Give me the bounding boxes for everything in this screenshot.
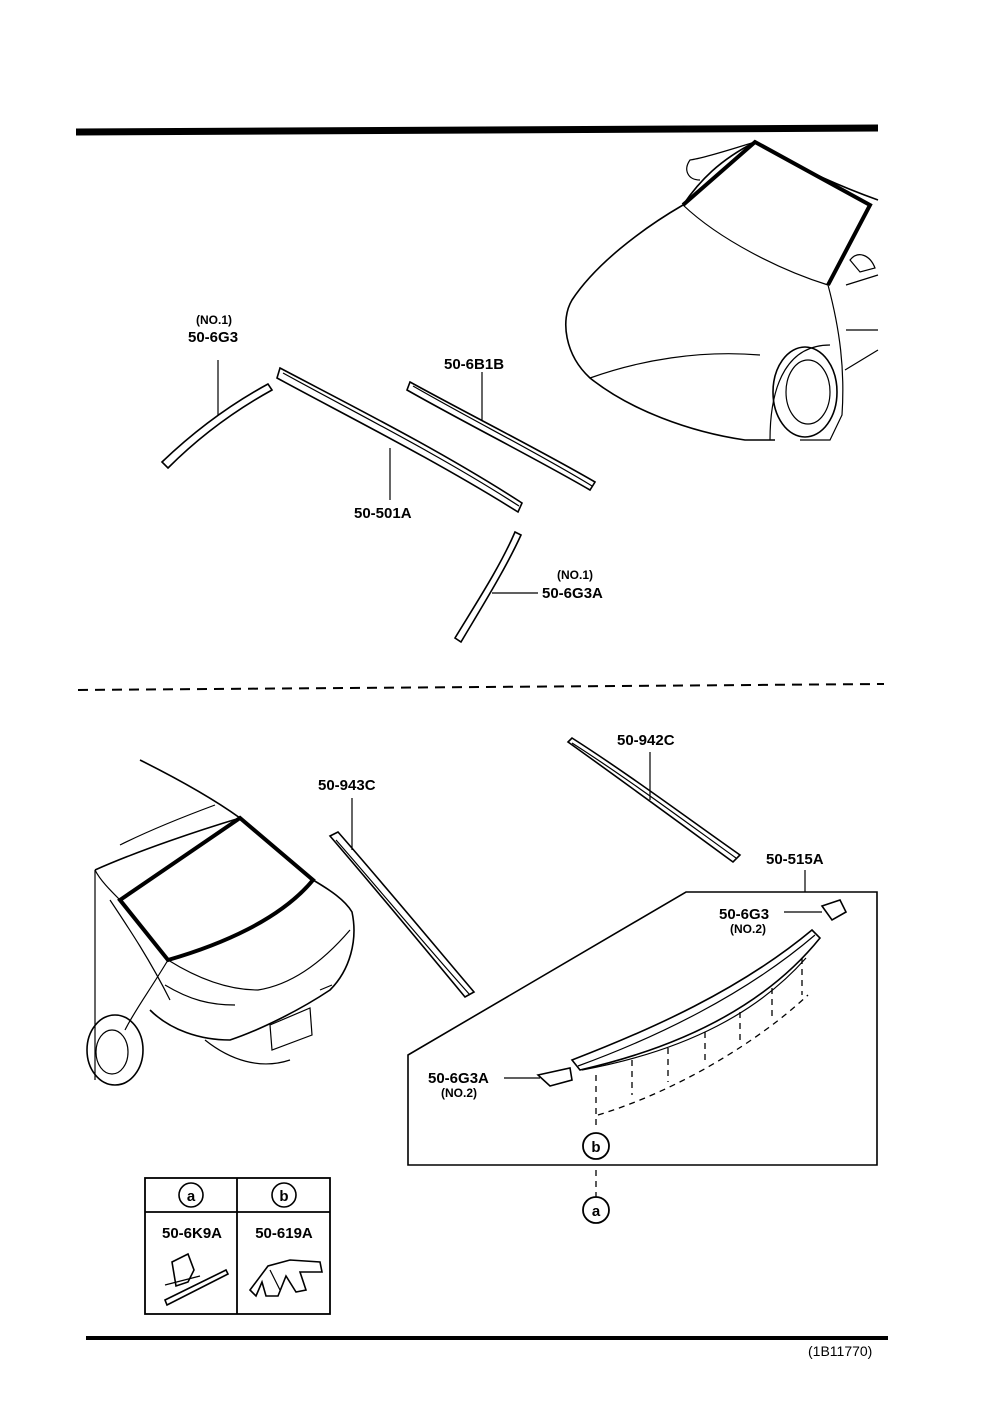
part-50-6g3a-no1: [453, 530, 538, 644]
part-50-6b1b: [406, 372, 597, 492]
legend-header-a: [178, 1182, 204, 1208]
label-6g3-bottom-qualifier: (NO.2): [730, 922, 766, 936]
label-6g3a-bottom-code: 50-6G3A: [428, 1070, 489, 1087]
part-50-942c: [566, 736, 742, 864]
label-6g3-top-code: 50-6G3: [188, 329, 238, 346]
legend-header-b: [271, 1182, 297, 1208]
top-rule: [75, 124, 879, 136]
rear-car-illustration: [86, 759, 355, 1086]
front-car-illustration: [565, 139, 879, 441]
label-515a: 50-515A: [766, 851, 824, 868]
label-6g3a-top-code: 50-6G3A: [542, 585, 603, 602]
legend-header-b-text: b: [279, 1188, 288, 1205]
label-6g3-bottom-code: 50-6G3: [719, 906, 769, 923]
legend-table: a b 50-6K9A 50-619A: [144, 1177, 331, 1315]
svg-text:b: b: [591, 1139, 600, 1156]
part-50-6g3-no1: [160, 360, 274, 470]
detail-frame-50-515a: [407, 870, 878, 1166]
legend-code-b: 50-619A: [255, 1225, 313, 1242]
part-50-501a: [276, 366, 524, 514]
legend-code-a: 50-6K9A: [162, 1225, 222, 1242]
part-50-943c: [328, 798, 476, 999]
label-942c: 50-942C: [617, 732, 675, 749]
label-501a: 50-501A: [354, 505, 412, 522]
svg-text:a: a: [592, 1203, 601, 1220]
legend-header-a-text: a: [187, 1188, 196, 1205]
label-943c: 50-943C: [318, 777, 376, 794]
label-6b1b: 50-6B1B: [444, 356, 504, 373]
callout-b: b: [582, 1132, 610, 1160]
label-6g3-top-qualifier: (NO.1): [196, 313, 232, 327]
section-divider: [77, 683, 885, 691]
figure-code: (1B11770): [808, 1343, 872, 1359]
label-6g3a-top-qualifier: (NO.1): [557, 568, 593, 582]
clip-a-illustration: [163, 1252, 230, 1307]
clip-b-illustration: [248, 1259, 323, 1298]
label-6g3a-bottom-qualifier: (NO.2): [441, 1086, 477, 1100]
callout-a: a: [582, 1196, 610, 1224]
